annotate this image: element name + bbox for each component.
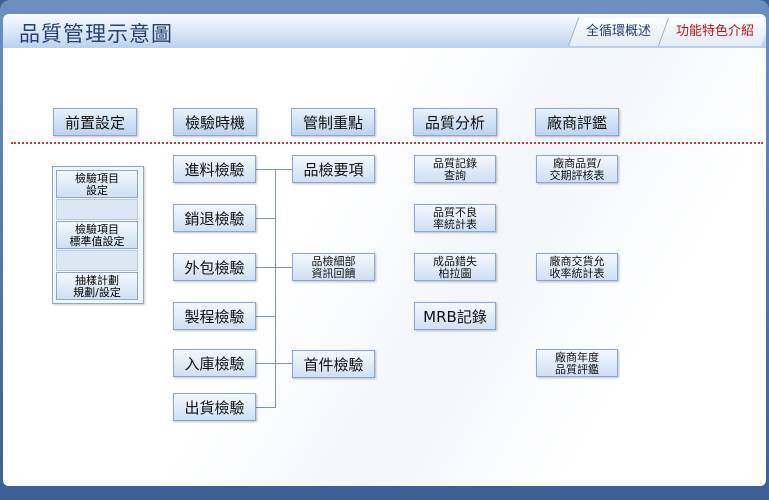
- setup-item-standard-values[interactable]: 檢驗項目標準值設定: [56, 221, 138, 249]
- tab-features[interactable]: 功能特色介紹: [657, 18, 766, 46]
- title-bar: 品質管理示意圖 全循環概述 功能特色介紹: [3, 14, 766, 49]
- analysis-2-line2: 率統計表: [433, 218, 477, 231]
- timing-warehouse-inspection[interactable]: 入庫檢驗: [173, 349, 256, 377]
- content-panel: 品質管理示意圖 全循環概述 功能特色介紹 前置設定 檢驗時機 管制重點 品質分析…: [3, 14, 766, 486]
- column-header-setup: 前置設定: [53, 108, 137, 136]
- timing-process-inspection[interactable]: 製程檢驗: [173, 302, 256, 330]
- analysis-pareto[interactable]: 成品錯失柏拉圖: [414, 253, 496, 281]
- tab-bar: 全循環概述 功能特色介紹: [567, 18, 766, 46]
- setup-item-3-line1: 抽樣計劃: [75, 274, 119, 287]
- setup-item-2-line2: 標準值設定: [69, 235, 125, 248]
- vendor-1-line1: 廠商品質/: [553, 157, 601, 170]
- connector-line: [256, 363, 294, 364]
- control-detail-line2: 資訊回饋: [311, 267, 356, 280]
- timing-outsourcing-inspection[interactable]: 外包檢驗: [173, 253, 256, 281]
- divider-line: [11, 142, 763, 144]
- vendor-annual-evaluation[interactable]: 廠商年度品質評鑑: [536, 349, 618, 377]
- setup-item-inspection-items[interactable]: 檢驗項目設定: [56, 170, 138, 198]
- column-header-analysis: 品質分析: [413, 108, 497, 136]
- column-header-control: 管制重點: [291, 108, 375, 136]
- control-inspection-items[interactable]: 品檢要項: [292, 155, 375, 183]
- analysis-defect-rate[interactable]: 品質不良率統計表: [414, 204, 496, 232]
- connector-trunk: [275, 169, 276, 407]
- connector-line: [256, 316, 276, 317]
- control-detail-feedback[interactable]: 品檢細部資訊回饋: [292, 253, 375, 281]
- control-first-article[interactable]: 首件檢驗: [292, 350, 375, 378]
- analysis-1-line1: 品質記錄: [433, 157, 477, 170]
- analysis-mrb-records[interactable]: MRB記錄: [414, 302, 496, 330]
- column-header-vendor: 廠商評鑑: [535, 108, 619, 136]
- tab-overview[interactable]: 全循環概述: [567, 18, 669, 46]
- vendor-acceptance-rate[interactable]: 廠商交貨允收率統計表: [536, 253, 618, 281]
- vendor-3-line2: 品質評鑑: [555, 363, 599, 376]
- setup-item-sampling-plan[interactable]: 抽樣計劃規劃/設定: [56, 272, 138, 300]
- vendor-2-line1: 廠商交貨允: [549, 255, 605, 268]
- analysis-3-line2: 柏拉圖: [438, 267, 472, 280]
- analysis-2-line1: 品質不良: [433, 206, 477, 219]
- vendor-1-line2: 交期評核表: [549, 169, 605, 182]
- vendor-quality-delivery[interactable]: 廠商品質/交期評核表: [536, 155, 618, 183]
- footer-bar: [0, 486, 769, 500]
- column-header-timing: 檢驗時機: [173, 108, 257, 136]
- timing-shipment-inspection[interactable]: 出貨檢驗: [173, 393, 256, 421]
- tab-features-label: 功能特色介紹: [675, 24, 754, 39]
- analysis-3-line1: 成品錯失: [433, 255, 477, 268]
- page-title: 品質管理示意圖: [19, 22, 173, 46]
- timing-incoming-inspection[interactable]: 進料檢驗: [173, 155, 256, 183]
- connector-line: [256, 169, 294, 170]
- setup-group: 檢驗項目設定 檢驗項目標準值設定 抽樣計劃規劃/設定: [52, 166, 144, 304]
- vendor-3-line1: 廠商年度: [555, 351, 599, 364]
- connector-line: [256, 267, 294, 268]
- setup-item-3-line2: 規劃/設定: [73, 286, 121, 299]
- vendor-2-line2: 收率統計表: [549, 267, 605, 280]
- setup-item-1-line2: 設定: [86, 184, 108, 197]
- analysis-quality-records[interactable]: 品質記錄查詢: [414, 155, 496, 183]
- timing-return-inspection[interactable]: 銷退檢驗: [173, 204, 256, 232]
- setup-spacer: [56, 199, 138, 220]
- control-detail-line1: 品檢細部: [311, 255, 356, 268]
- tab-overview-label: 全循環概述: [585, 24, 651, 39]
- connector-line: [256, 218, 276, 219]
- setup-spacer: [56, 250, 138, 271]
- analysis-1-line2: 查詢: [444, 169, 466, 182]
- connector-line: [256, 407, 276, 408]
- setup-item-1-line1: 檢驗項目: [75, 172, 119, 185]
- setup-item-2-line1: 檢驗項目: [75, 223, 119, 236]
